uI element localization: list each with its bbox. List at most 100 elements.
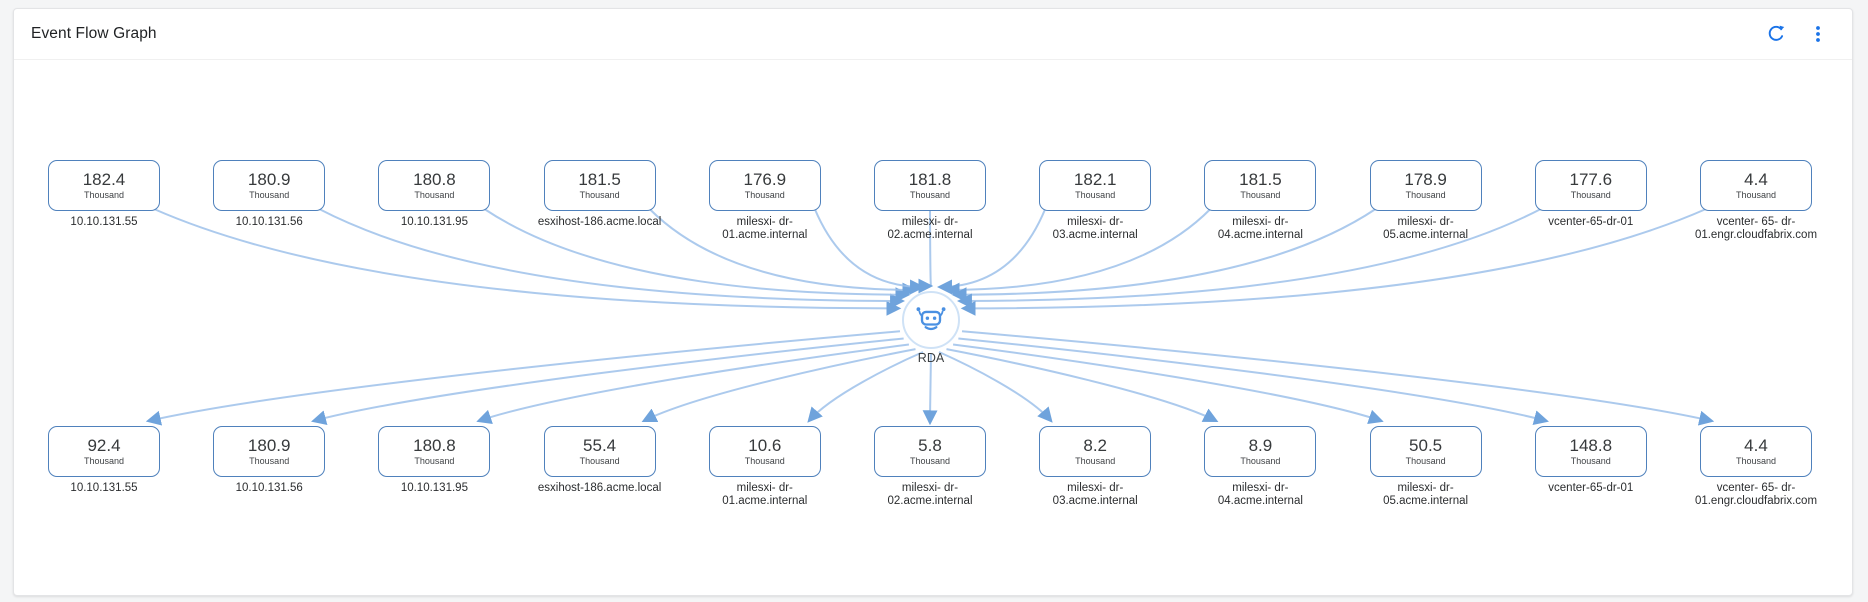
node-unit: Thousand	[1075, 190, 1116, 200]
node-value: 4.4	[1744, 436, 1768, 455]
node-value: 148.8	[1569, 436, 1613, 455]
node-label: milesxi- dr- 05.acme.internal	[1383, 216, 1469, 241]
node-label: milesxi- dr- 03.acme.internal	[1052, 482, 1138, 507]
node-value: 181.5	[578, 170, 621, 189]
node-label: milesxi- dr- 01.acme.internal	[722, 216, 808, 241]
node-unit: Thousand	[1405, 456, 1446, 466]
node-unit: Thousand	[909, 456, 951, 466]
node-value: 180.9	[247, 436, 291, 455]
node-unit: Thousand	[249, 456, 290, 466]
flow-edge	[938, 351, 1053, 423]
node-value: 181.5	[1239, 170, 1282, 189]
node-unit: Thousand	[1735, 456, 1777, 466]
flow-edge	[648, 208, 918, 298]
node-unit: Thousand	[744, 190, 785, 200]
flow-edge	[946, 348, 1219, 423]
node-label: vcenter- 65- dr- 01.engr.cloudfabrix.com	[1694, 216, 1818, 241]
node-value: 182.1	[1073, 170, 1117, 189]
node-label: esxihost-186.acme.local	[537, 216, 662, 228]
panel-title: Event Flow Graph	[31, 25, 157, 42]
flow-edge	[944, 208, 1212, 298]
refresh-icon	[1766, 24, 1786, 44]
node-label: 10.10.131.56	[235, 482, 303, 494]
node-unit: Thousand	[1570, 190, 1611, 200]
node-value: 92.4	[87, 436, 121, 455]
node-label: milesxi- dr- 01.acme.internal	[722, 482, 808, 507]
flow-edge	[951, 208, 1377, 303]
edges-layer	[145, 208, 1715, 426]
node-label: milesxi- dr- 02.acme.internal	[887, 216, 973, 241]
node-label: vcenter-65-dr-01	[1548, 482, 1634, 494]
kebab-menu-icon	[1809, 24, 1827, 44]
event-flow-graph-card: Event Flow Graph	[13, 8, 1853, 596]
flow-edge	[952, 343, 1384, 425]
header-actions	[1762, 20, 1832, 48]
flow-edge	[476, 343, 910, 425]
node-label: milesxi- dr- 04.acme.internal	[1217, 216, 1303, 241]
node-unit: Thousand	[1240, 456, 1281, 466]
node-unit: Thousand	[579, 456, 620, 466]
node-unit: Thousand	[909, 190, 951, 200]
node-label: vcenter-65-dr-01	[1548, 216, 1634, 228]
node-label: 10.10.131.95	[400, 482, 468, 494]
node-label: 10.10.131.55	[70, 482, 138, 494]
flow-edge	[145, 330, 901, 426]
rda-node-circle	[902, 291, 960, 349]
node-label: vcenter- 65- dr- 01.engr.cloudfabrix.com	[1694, 482, 1818, 507]
node-value: 50.5	[1409, 436, 1443, 455]
node-value: 10.6	[748, 436, 782, 455]
refresh-button[interactable]	[1762, 20, 1790, 48]
panel-menu-button[interactable]	[1804, 20, 1832, 48]
node-unit: Thousand	[579, 190, 620, 200]
flow-edge	[807, 351, 924, 423]
node-value: 181.8	[908, 170, 952, 189]
node-value: 180.8	[413, 436, 456, 455]
node-value: 177.6	[1569, 170, 1613, 189]
node-unit: Thousand	[1570, 456, 1611, 466]
node-unit: Thousand	[1240, 190, 1281, 200]
flow-edge	[956, 208, 1542, 309]
rda-node[interactable]: RDA	[902, 291, 960, 365]
node-unit: Thousand	[744, 456, 785, 466]
node-label: 10.10.131.95	[400, 216, 468, 228]
node-value: 176.9	[743, 170, 787, 189]
